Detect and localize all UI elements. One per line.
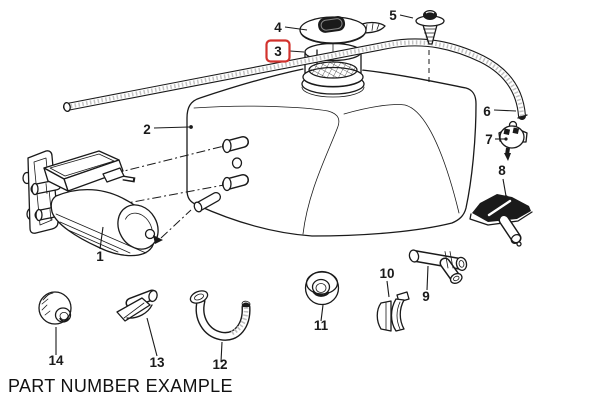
washer-pump-assembly — [22, 150, 163, 257]
svg-text:2[interactable]: 2 — [143, 122, 151, 137]
curved-hose — [189, 290, 251, 341]
svg-text:11[interactable]: 11 — [314, 318, 329, 333]
svg-text:3[interactable]: 3 — [274, 44, 282, 59]
washer-reservoir-tank — [186, 65, 477, 237]
check-valve — [498, 120, 528, 161]
part-label-1[interactable]: 1 — [96, 249, 104, 264]
part-label-11[interactable]: 11 — [314, 318, 329, 333]
part-label-8[interactable]: 8 — [498, 163, 506, 178]
part-label-5[interactable]: 5 — [389, 8, 397, 23]
svg-text:14[interactable]: 14 — [48, 353, 64, 368]
svg-text:7[interactable]: 7 — [485, 132, 493, 147]
part-labels: 1 2 3 4 5 6 7 8 9 10 11 12 13 14 — [48, 8, 506, 372]
svg-text:4[interactable]: 4 — [274, 20, 282, 35]
grommet-large — [304, 270, 340, 306]
part-label-10[interactable]: 10 — [379, 266, 394, 281]
washer-jet-nozzle — [469, 194, 533, 247]
supply-hose — [63, 38, 528, 120]
svg-text:5[interactable]: 5 — [389, 8, 397, 23]
tank-hose-nipples — [222, 136, 249, 192]
part-label-9[interactable]: 9 — [422, 289, 430, 304]
part-label-4[interactable]: 4 — [274, 20, 282, 35]
svg-text:10[interactable]: 10 — [379, 266, 394, 281]
part-label-6[interactable]: 6 — [483, 104, 491, 119]
tank-outlet-spout — [193, 192, 221, 213]
part-number-example-caption: PART NUMBER EXAMPLE — [8, 376, 233, 396]
spring-clip — [116, 289, 158, 322]
svg-text:1[interactable]: 1 — [96, 249, 104, 264]
part-label-14[interactable]: 14 — [48, 353, 64, 368]
filler-cap — [299, 16, 386, 45]
part-label-3-highlighted[interactable]: 3 — [265, 39, 291, 63]
svg-text:6[interactable]: 6 — [483, 104, 491, 119]
svg-text:13[interactable]: 13 — [149, 355, 165, 370]
highlight-box — [265, 39, 291, 63]
part-label-12[interactable]: 12 — [212, 357, 227, 372]
svg-text:8[interactable]: 8 — [498, 163, 506, 178]
muted-leader-line — [146, 317, 158, 357]
part-label-2[interactable]: 2 — [143, 122, 151, 137]
grommet-small — [38, 291, 72, 325]
t-connector — [408, 249, 468, 284]
leader-lines — [55, 14, 517, 363]
part-label-7[interactable]: 7 — [485, 132, 493, 147]
mounting-screw — [415, 10, 445, 84]
hose-clamp — [376, 291, 410, 332]
svg-text:12[interactable]: 12 — [212, 357, 227, 372]
svg-text:9[interactable]: 9 — [422, 289, 430, 304]
part-label-13-muted[interactable]: 13 — [149, 355, 165, 370]
